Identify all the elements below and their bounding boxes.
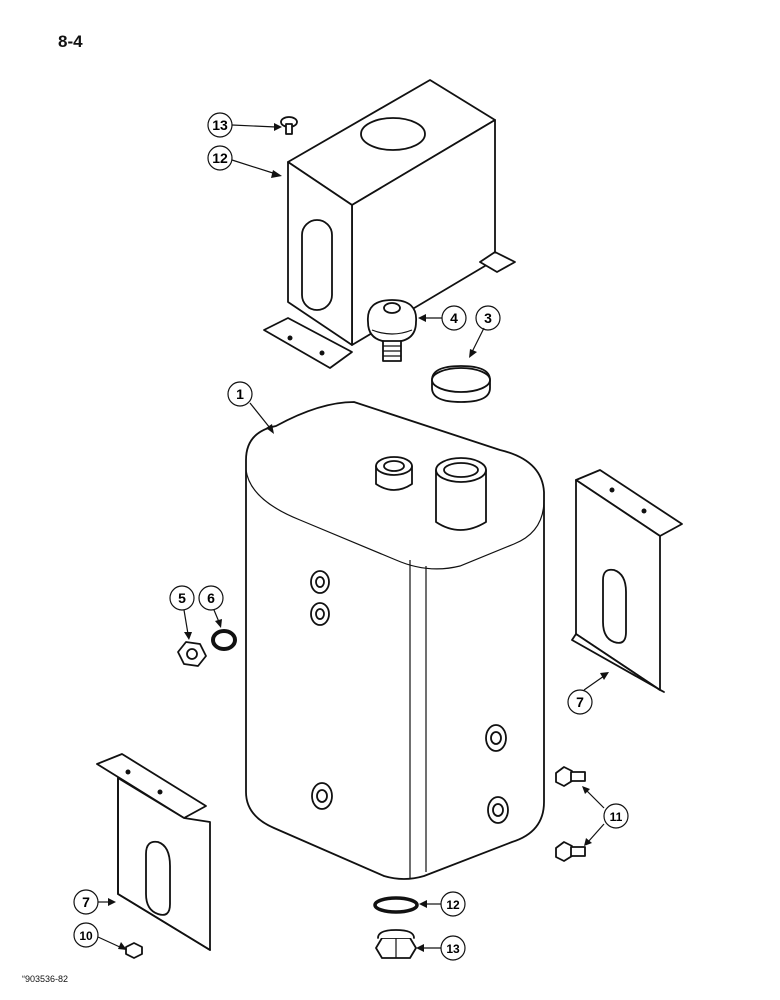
callout-9: 13	[207, 112, 233, 138]
svg-text:7: 7	[576, 694, 584, 710]
cap-part-3	[431, 365, 491, 403]
svg-text:12: 12	[446, 898, 460, 912]
callout-11: 11	[603, 803, 629, 829]
callout-3: 3	[475, 305, 501, 331]
svg-text:4: 4	[450, 310, 458, 326]
side-bracket-right-part-7	[571, 469, 683, 693]
callout-10: 10	[73, 922, 99, 948]
svg-text:3: 3	[484, 310, 492, 326]
svg-text:10: 10	[79, 929, 93, 943]
breather-part-4	[367, 299, 417, 362]
svg-text:1: 1	[236, 386, 244, 402]
callout-8: 12	[207, 145, 233, 171]
svg-text:7: 7	[82, 894, 90, 910]
svg-text:12: 12	[212, 150, 228, 166]
callout-4: 4	[441, 305, 467, 331]
tank-side-ports	[310, 570, 509, 824]
side-bracket-left-part-7	[96, 753, 211, 951]
callout-1: 1	[227, 381, 253, 407]
svg-text:13: 13	[212, 117, 228, 133]
tank-part-1	[245, 401, 545, 880]
callout-7-left: 7	[73, 889, 99, 915]
svg-text:11: 11	[610, 810, 623, 824]
nut-part-10	[125, 942, 143, 959]
svg-text:5: 5	[178, 590, 186, 606]
bolts-part-11	[555, 766, 586, 862]
washer-part-6	[211, 629, 237, 651]
callout-6: 6	[198, 585, 224, 611]
svg-text:13: 13	[446, 942, 460, 956]
callout-7-right: 7	[567, 689, 593, 715]
o-ring-part-12	[373, 896, 419, 914]
drain-plug-part-13	[375, 929, 417, 959]
leader-lines	[97, 123, 609, 952]
callout-12: 12	[440, 891, 466, 917]
page-number: 8-4	[58, 32, 83, 51]
svg-text:6: 6	[207, 590, 215, 606]
callout-13: 13	[440, 935, 466, 961]
callout-5: 5	[169, 585, 195, 611]
fitting-part-5	[177, 641, 207, 667]
figure-code: “903536-82	[22, 974, 69, 984]
screw-part-9	[280, 116, 298, 135]
top-bracket-part-8	[263, 79, 516, 369]
